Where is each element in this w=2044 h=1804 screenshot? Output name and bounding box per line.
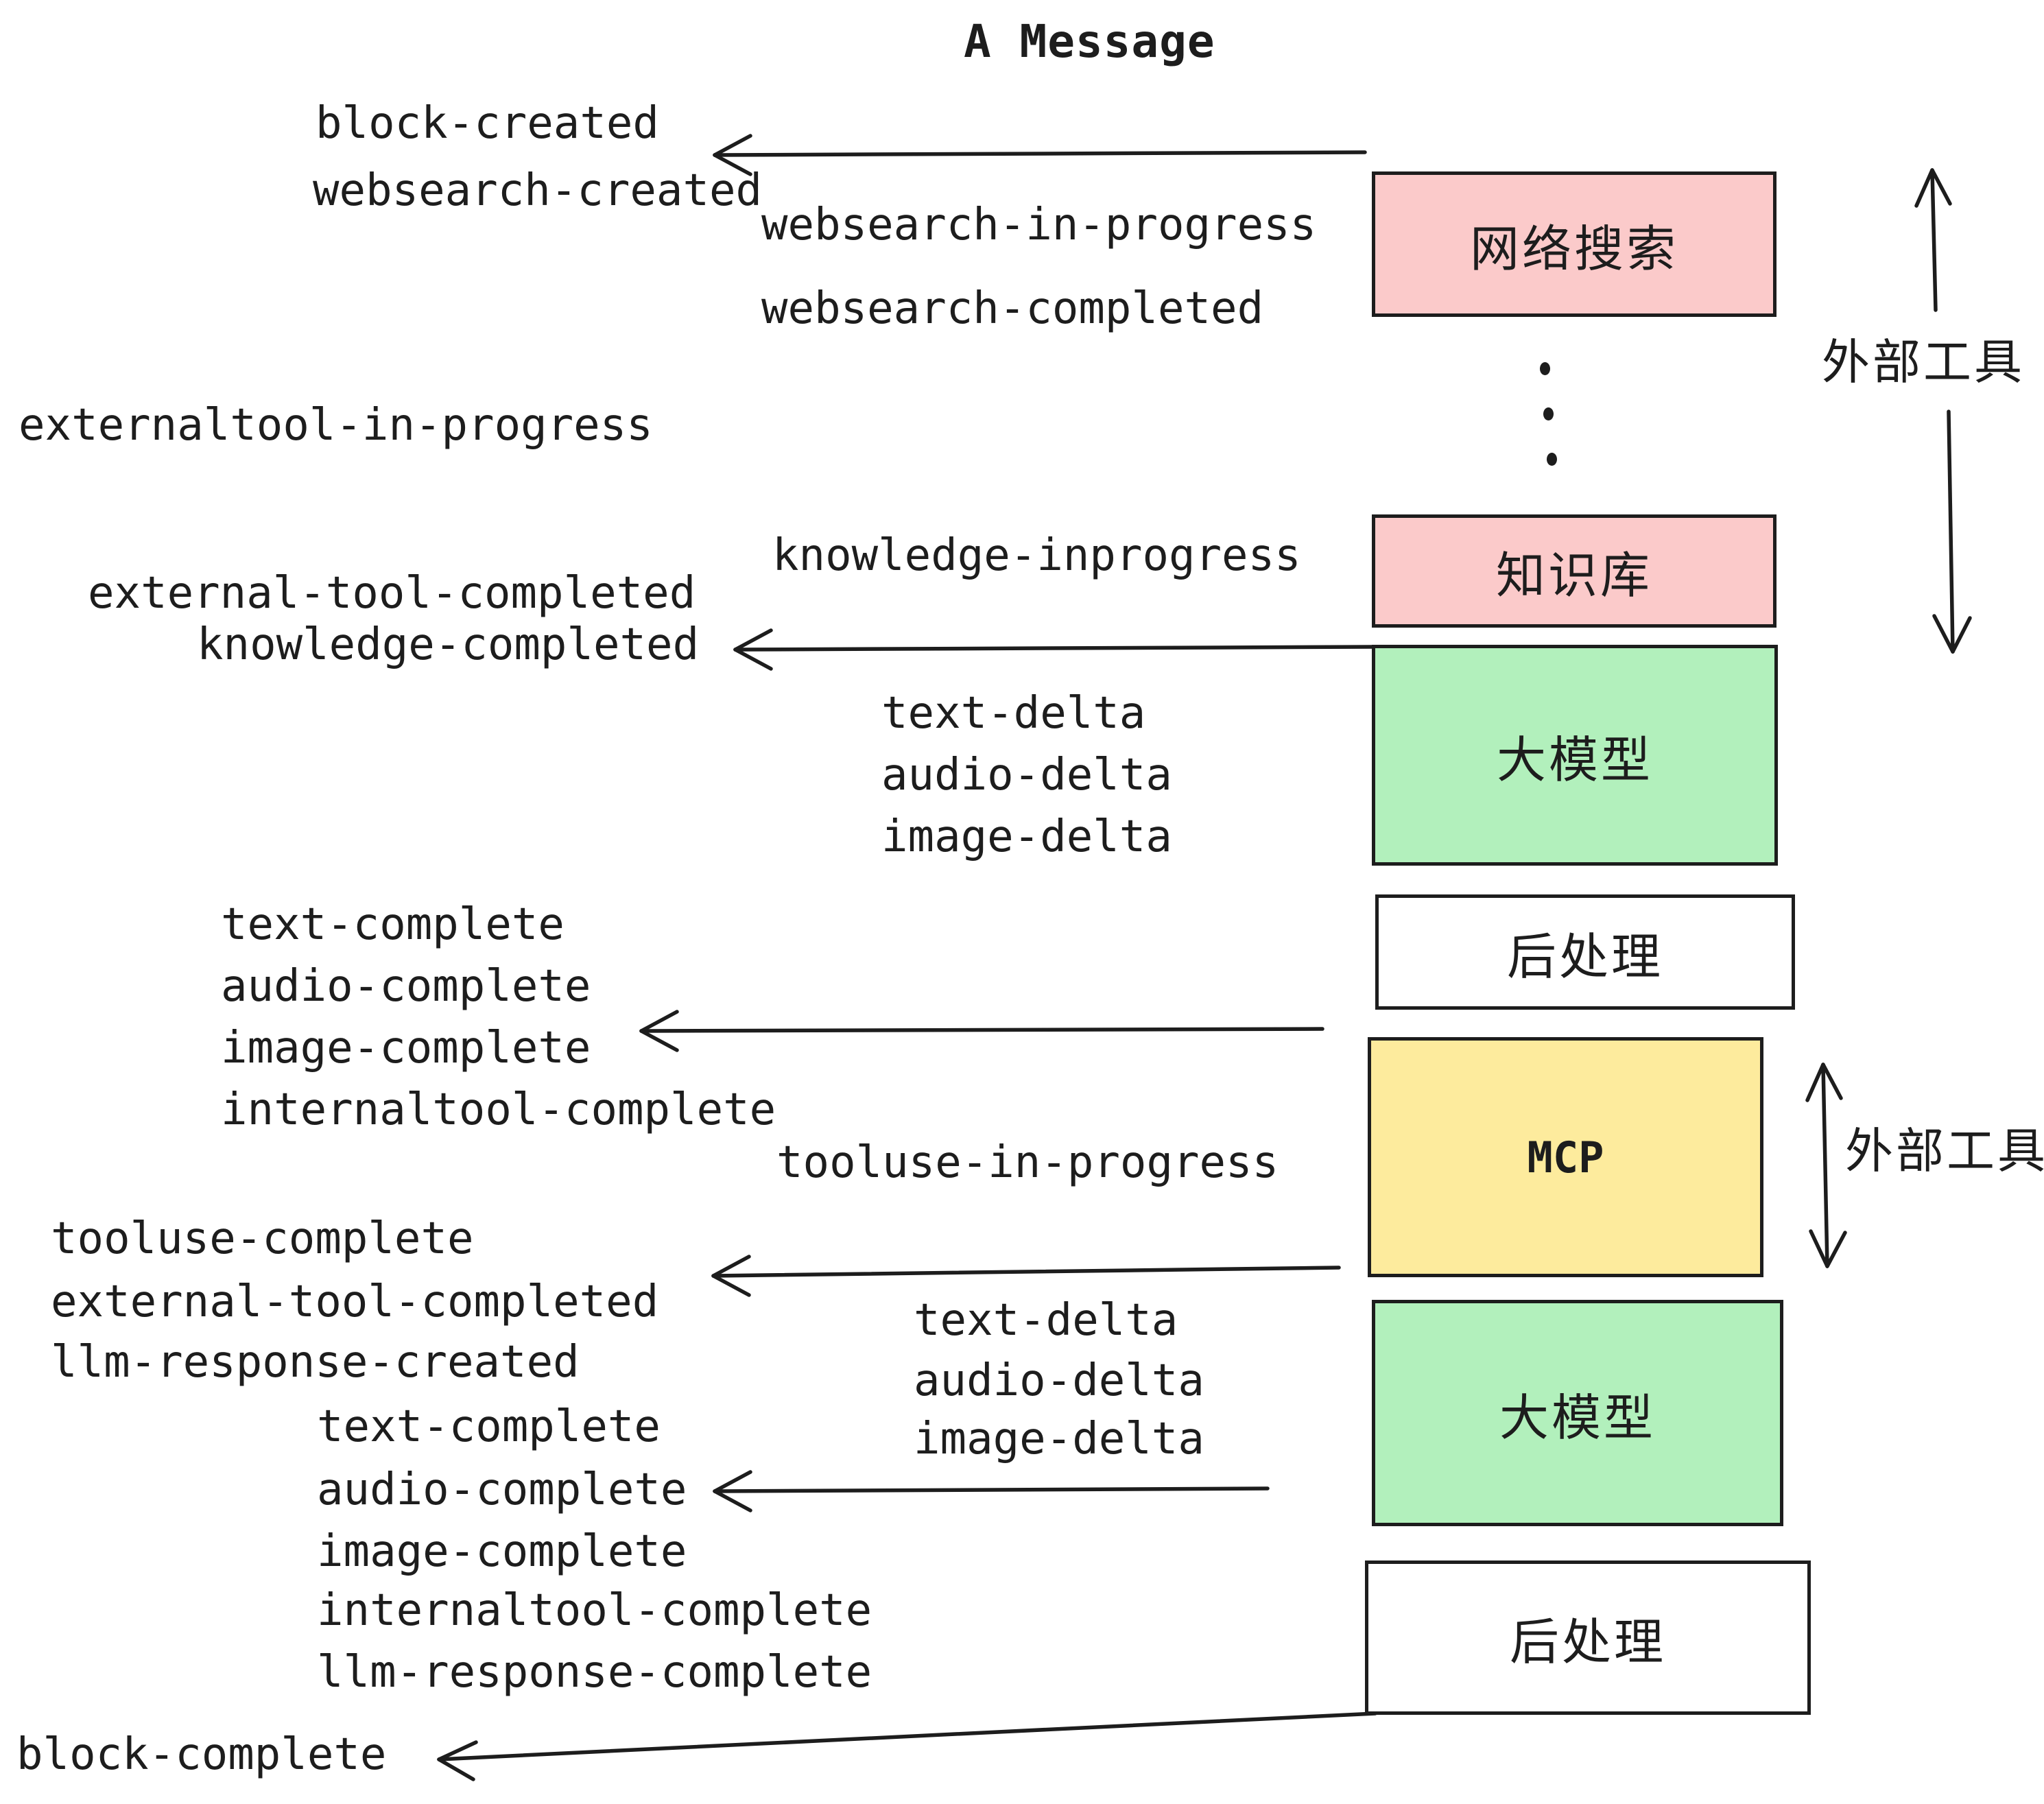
event-label-block-complete: block-complete [16, 1729, 387, 1780]
event-label-websearch-created: websearch-created [313, 165, 763, 216]
event-label-audio-complete-2: audio-complete [317, 1464, 687, 1515]
event-label-text-delta-1: text-delta [881, 688, 1146, 739]
ellipsis-dot [1540, 362, 1550, 375]
event-label-tooluse-complete: tooluse-complete [51, 1213, 474, 1264]
node-llm-1-label: 大模型 [1496, 733, 1653, 788]
node-postprocess-1: 后处理 [1375, 894, 1795, 1010]
event-label-block-created: block-created [316, 98, 659, 149]
event-label-internaltool-complete-1: internaltool-complete [221, 1084, 776, 1135]
node-mcp-label: MCP [1527, 1132, 1604, 1183]
event-label-llm-response-complete: llm-response-complete [317, 1647, 872, 1698]
external-tools-up-arrow-top [1914, 168, 1952, 312]
arrow-to-tooluse-complete [711, 1255, 1341, 1297]
arrow-to-image-complete [639, 1010, 1324, 1052]
node-knowledge-base: 知识库 [1372, 514, 1776, 628]
event-label-image-delta-1: image-delta [881, 811, 1172, 862]
arrow-to-audio-complete-2 [713, 1470, 1270, 1512]
event-label-image-complete-1: image-complete [221, 1023, 591, 1073]
event-label-audio-delta-1: audio-delta [881, 750, 1172, 800]
node-postprocess-1-label: 后处理 [1506, 929, 1663, 985]
external-tools-down-arrow-top [1932, 410, 1972, 654]
arrow-to-websearch-created [713, 134, 1367, 176]
external-tools-label-mid: 外部工具 [1845, 1124, 2044, 1178]
external-tools-double-arrow-mid [1805, 1063, 1847, 1268]
event-label-audio-complete-1: audio-complete [221, 961, 591, 1012]
ellipsis-dot [1547, 453, 1557, 466]
event-label-text-complete-1: text-complete [221, 899, 565, 950]
node-llm-2: 大模型 [1372, 1300, 1783, 1526]
event-label-knowledge-completed: knowledge-completed [197, 619, 700, 670]
ellipsis-dot [1543, 407, 1554, 420]
diagram-title: A Message [964, 15, 1215, 68]
arrow-to-block-complete [437, 1711, 1377, 1781]
arrow-to-knowledge-completed [733, 628, 1374, 671]
event-label-externaltool-in-progress: externaltool-in-progress [19, 400, 653, 451]
node-websearch: 网络搜索 [1372, 171, 1776, 317]
event-label-image-delta-2: image-delta [914, 1414, 1204, 1464]
event-label-knowledge-inprogress: knowledge-inprogress [772, 530, 1301, 581]
external-tools-label-top: 外部工具 [1822, 335, 2025, 389]
node-postprocess-2-label: 后处理 [1509, 1615, 1666, 1670]
event-label-audio-delta-2: audio-delta [914, 1355, 1204, 1406]
node-llm-2-label: 大模型 [1499, 1390, 1656, 1446]
node-knowledge-base-label: 知识库 [1495, 549, 1652, 604]
event-label-websearch-completed: websearch-completed [761, 283, 1264, 334]
event-label-text-delta-2: text-delta [914, 1295, 1178, 1346]
event-label-llm-response-created: llm-response-created [51, 1337, 580, 1388]
event-label-tooluse-in-progress: tooluse-in-progress [776, 1137, 1279, 1188]
node-websearch-label: 网络搜索 [1469, 222, 1678, 277]
node-llm-1: 大模型 [1372, 645, 1778, 866]
event-label-image-complete-2: image-complete [317, 1526, 687, 1577]
event-label-websearch-in-progress: websearch-in-progress [761, 200, 1317, 250]
event-label-external-tool-completed-2: external-tool-completed [51, 1277, 659, 1327]
node-postprocess-2: 后处理 [1365, 1560, 1811, 1715]
node-mcp: MCP [1368, 1037, 1763, 1277]
event-label-external-tool-completed: external-tool-completed [88, 568, 696, 619]
event-label-text-complete-2: text-complete [317, 1401, 661, 1452]
event-label-internaltool-complete-2: internaltool-complete [317, 1585, 872, 1636]
